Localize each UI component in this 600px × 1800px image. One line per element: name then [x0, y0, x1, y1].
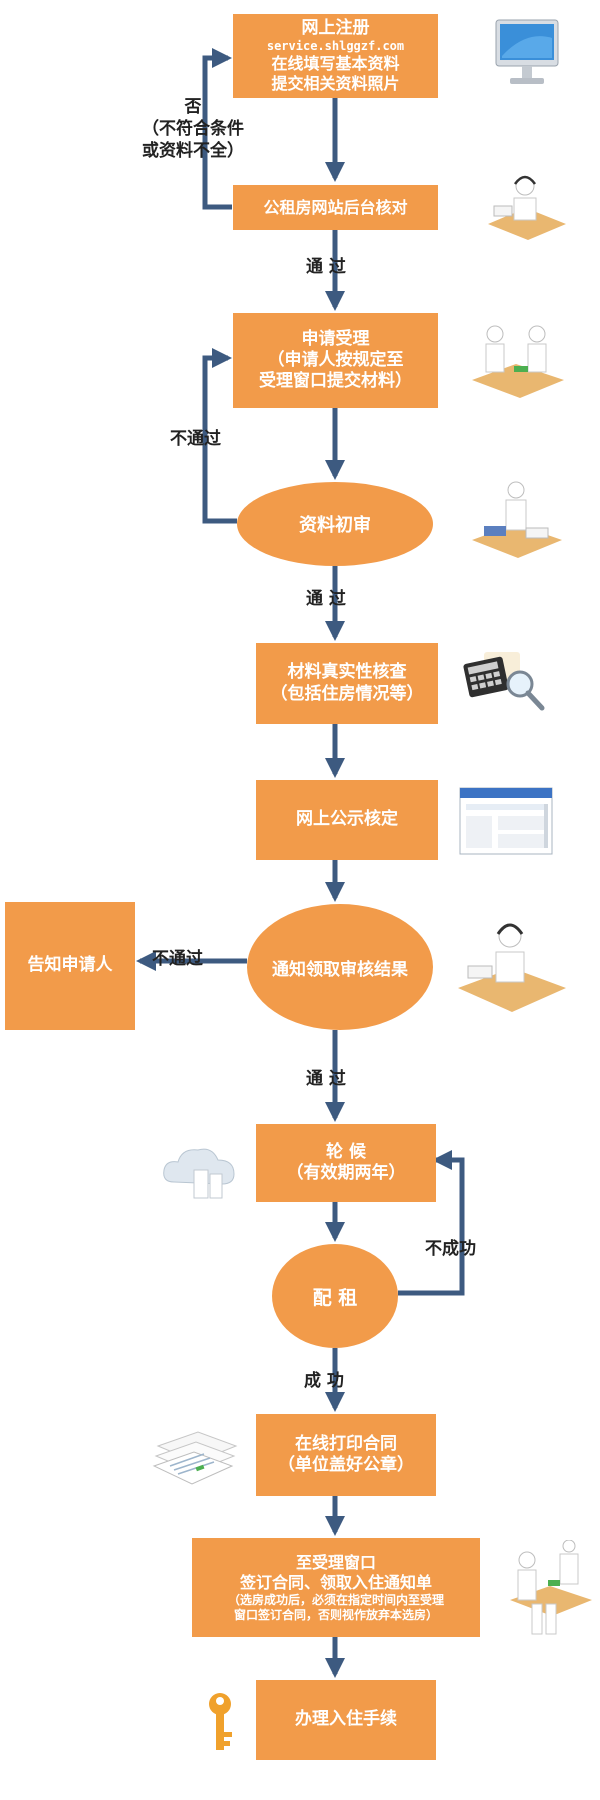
initial-review-label: 资料初审 — [299, 515, 371, 536]
step-print-contract: 在线打印合同 （单位盖好公章） — [256, 1414, 436, 1496]
step-publicity: 网上公示核定 — [256, 780, 438, 860]
calculator-magnifier-icon — [463, 652, 545, 711]
sign-line4: 窗口签订合同，否则视作放弃本选房） — [233, 1607, 438, 1622]
edge-label-pass-2: 通 过 — [306, 589, 346, 609]
sign-line1: 至受理窗口 — [295, 1552, 376, 1572]
cloud-server-icon — [163, 1148, 235, 1199]
handshake-counter-icon — [510, 1540, 592, 1635]
sign-line2: 签订合同、领取入住通知单 — [239, 1572, 432, 1592]
verify-line2: （包括住房情况等） — [270, 683, 424, 704]
publicity-label: 网上公示核定 — [296, 809, 398, 830]
waiting-line2: （有效期两年） — [286, 1163, 406, 1183]
browser-window-icon — [459, 787, 553, 855]
edge-label-no: 否 （不符合条件 或资料不全） — [128, 96, 258, 162]
edge-label-fail-2: 不通过 — [152, 949, 203, 969]
sign-line3: （选房成功后，必须在指定时间内至受理 — [227, 1592, 444, 1607]
edge-label-fail-1: 不通过 — [170, 429, 221, 449]
verify-line1: 材料真实性核查 — [287, 662, 407, 683]
printed-documents-icon — [152, 1431, 238, 1485]
arrow-review-back-to-apply — [202, 348, 237, 524]
step-inform-applicant: 告知申请人 — [5, 902, 135, 1030]
register-line3: 提交相关资料照片 — [271, 74, 400, 94]
step-verify: 材料真实性核查 （包括住房情况等） — [256, 643, 438, 724]
computer-monitor-icon — [495, 19, 559, 84]
apply-line2: （申请人按规定至 — [267, 349, 404, 370]
step-register: 网上注册 service.shlggzf.com 在线填写基本资料 提交相关资料… — [233, 14, 438, 98]
print-contract-line2: （单位盖好公章） — [278, 1455, 414, 1475]
edge-label-unsuccessful: 不成功 — [425, 1239, 476, 1259]
register-line2: 在线填写基本资料 — [271, 54, 400, 74]
edge-label-pass-1: 通 过 — [306, 257, 346, 277]
register-title: 网上注册 — [301, 17, 370, 38]
edge-no-line1: 否 — [184, 97, 202, 117]
apply-line1: 申请受理 — [301, 328, 370, 349]
waiting-line1: 轮 候 — [326, 1141, 366, 1162]
notify-result-label: 通知领取审核结果 — [272, 959, 408, 980]
print-contract-line1: 在线打印合同 — [295, 1433, 397, 1454]
step-initial-review: 资料初审 — [237, 482, 433, 566]
key-icon — [209, 1693, 232, 1750]
edge-no-line2: （不符合条件 — [142, 119, 244, 140]
allocation-label: 配 租 — [312, 1286, 358, 1309]
step-waiting: 轮 候 （有效期两年） — [256, 1124, 436, 1202]
apply-line3: 受理窗口提交材料） — [259, 371, 412, 392]
customer-service-icon — [458, 923, 566, 1012]
backend-check-label: 公租房网站后台核对 — [263, 197, 408, 217]
step-allocation: 配 租 — [272, 1244, 398, 1348]
customer-service-icon — [488, 175, 566, 240]
arrow-check-back-to-register — [202, 48, 232, 210]
edge-label-success: 成 功 — [304, 1371, 344, 1391]
step-move-in: 办理入住手续 — [256, 1680, 436, 1760]
inform-applicant-label: 告知申请人 — [27, 955, 113, 976]
edge-no-line3: 或资料不全） — [142, 141, 244, 162]
step-notify-result: 通知领取审核结果 — [247, 904, 433, 1030]
step-sign: 至受理窗口 签订合同、领取入住通知单 （选房成功后，必须在指定时间内至受理 窗口… — [192, 1538, 480, 1637]
arrow-allocation-back-to-waiting — [398, 1150, 465, 1296]
service-counter-icon — [472, 325, 564, 398]
register-url: service.shlggzf.com — [266, 39, 405, 54]
edge-label-pass-3: 通 过 — [306, 1069, 346, 1089]
step-apply: 申请受理 （申请人按规定至 受理窗口提交材料） — [233, 313, 438, 408]
step-backend-check: 公租房网站后台核对 — [233, 185, 438, 230]
move-in-label: 办理入住手续 — [295, 1709, 397, 1730]
document-review-icon — [472, 481, 562, 558]
